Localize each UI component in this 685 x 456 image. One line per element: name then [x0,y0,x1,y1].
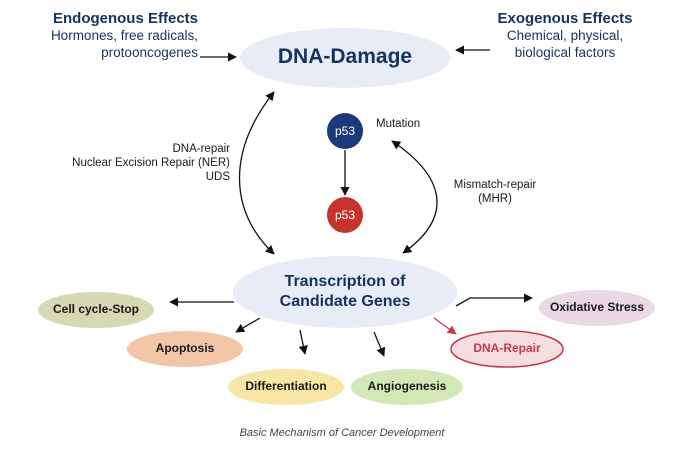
p53-top-label: p53 [334,124,356,138]
dna-damage-ellipse [240,28,450,88]
angiogenesis-pill [351,369,463,405]
oxidative-stress-pill [539,290,655,326]
mismatch-repair-arrow [391,140,438,254]
dna-damage-label: DNA-Damage [277,45,413,68]
dna-repair-line2: Nuclear Excision Repair (NER) [72,157,230,169]
endogenous-title: Endogenous Effects [52,10,198,27]
apoptosis-arrow [235,317,261,333]
exogenous-line1: Chemical, physical, [506,28,624,43]
endogenous-block: Endogenous Effects Hormones, free radica… [14,10,198,61]
mismatch-text: Mismatch-repair (MHR) [440,178,550,206]
mutation-label: Mutation [376,118,421,130]
mismatch-line2: (MHR) [478,193,512,205]
differentiation-label: Differentiation [245,379,327,393]
angiogenesis-arrow [373,331,386,357]
dna-repair-pill [450,330,564,368]
p53-bottom-circle [327,197,363,233]
dna-repair-line1: DNA-repair [172,143,230,155]
cell-cycle-pill [38,292,154,328]
angiogenesis-label: Angiogenesis [367,379,447,393]
dna-repair-line3: UDS [205,171,230,183]
transcription-line2: Candidate Genes [279,293,411,310]
endogenous-line1: Hormones, free radicals, [50,28,198,43]
p53-bottom-label: p53 [334,208,356,222]
oxidative-arrow [455,293,533,307]
exogenous-line2: biological factors [514,45,616,60]
dna-repair-outcome-arrow [433,317,457,335]
endogenous-line2: protooncogenes [101,45,198,60]
figure-caption: Basic Mechanism of Cancer Development [239,427,445,439]
differentiation-pill [228,369,344,405]
p53-top-circle [327,113,363,149]
oxidative-stress-label: Oxidative Stress [549,300,645,314]
cell-cycle-label: Cell cycle-Stop [52,302,140,316]
exogenous-block: Exogenous Effects Chemical, physical, bi… [490,10,640,61]
transcription-label: Transcription of Candidate Genes [240,272,450,312]
mismatch-line1: Mismatch-repair [453,179,537,191]
dna-repair-text: DNA-repair Nuclear Excision Repair (NER)… [30,142,230,184]
differentiation-arrow [298,329,308,355]
exogenous-title: Exogenous Effects [497,10,633,27]
apoptosis-label: Apoptosis [155,341,215,355]
transcription-ellipse [233,256,457,328]
dna-repair-arrow [239,91,275,255]
dna-repair-label: DNA-Repair [473,341,541,355]
apoptosis-pill [127,331,243,367]
transcription-line1: Transcription of [284,273,406,290]
